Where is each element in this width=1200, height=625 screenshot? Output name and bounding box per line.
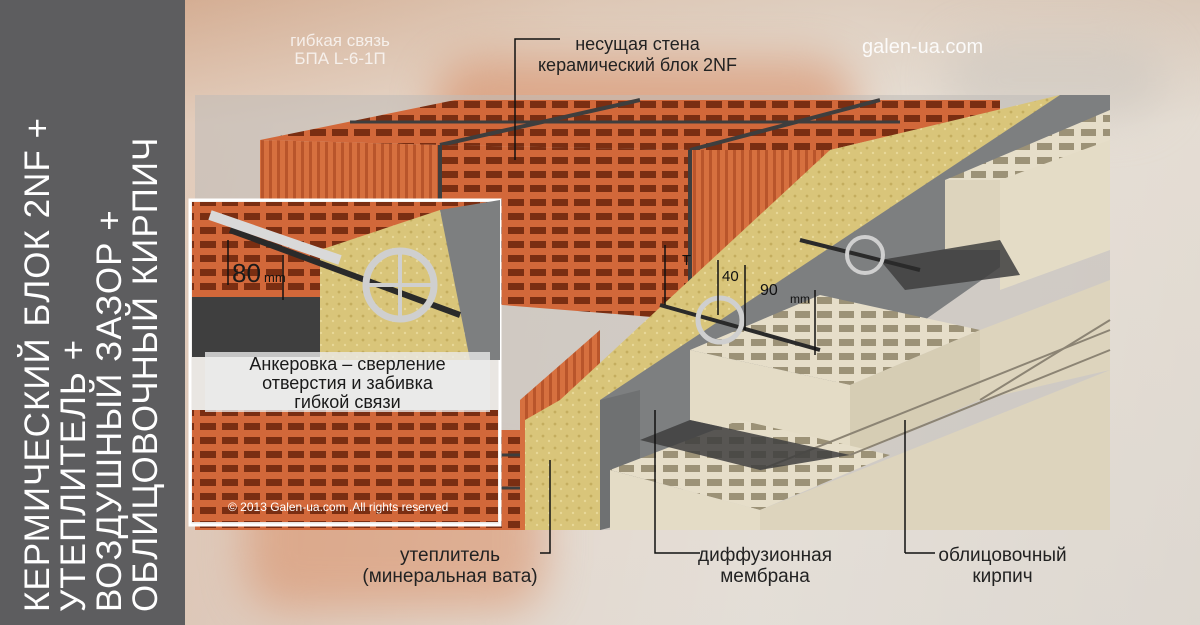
inset-size-value: 80 — [232, 258, 261, 289]
dim-unit: mm — [790, 292, 810, 306]
tie-label: гибкая связь БПА L-6-1П — [255, 32, 425, 68]
sidebar-title: КЕРМИЧЕСКИЙ БЛОК 2NF + УТЕПЛИТЕЛЬ + ВОЗД… — [20, 12, 164, 612]
inset-caption-line3: гибкой связи — [205, 393, 490, 412]
dim-t: T — [682, 252, 691, 269]
insulation-label-line2: (минеральная вата) — [360, 566, 540, 587]
facing-brick-label-line2: кирпич — [930, 566, 1075, 587]
load-wall-label: несущая стена керамический блок 2NF — [525, 34, 750, 76]
inset-caption: Анкеровка – сверление отверстия и забивк… — [205, 355, 490, 412]
site-url[interactable]: galen-ua.com — [862, 36, 983, 59]
membrane-label-line1: диффузионная — [690, 545, 840, 566]
facing-brick-label: облицовочный кирпич — [930, 545, 1075, 587]
tie-label-line1: гибкая связь — [255, 32, 425, 50]
dim-gap: 40 — [722, 268, 739, 285]
inset-caption-line1: Анкеровка – сверление — [205, 355, 490, 374]
sidebar: КЕРМИЧЕСКИЙ БЛОК 2NF + УТЕПЛИТЕЛЬ + ВОЗД… — [0, 0, 185, 625]
membrane-label-line2: мембрана — [690, 566, 840, 587]
load-wall-label-line1: несущая стена — [525, 34, 750, 55]
dim-depth: 90 — [760, 282, 778, 300]
copyright: © 2013 Galen-ua.com .All rights reserved — [228, 500, 448, 514]
membrane-label: диффузионная мембрана — [690, 545, 840, 587]
tie-label-line2: БПА L-6-1П — [255, 50, 425, 68]
inset-size-unit: mm — [264, 270, 286, 285]
inset-caption-line2: отверстия и забивка — [205, 374, 490, 393]
insulation-label: утеплитель (минеральная вата) — [360, 545, 540, 587]
facing-brick-label-line1: облицовочный — [930, 545, 1075, 566]
insulation-label-line1: утеплитель — [360, 545, 540, 566]
load-wall-label-line2: керамический блок 2NF — [525, 55, 750, 76]
